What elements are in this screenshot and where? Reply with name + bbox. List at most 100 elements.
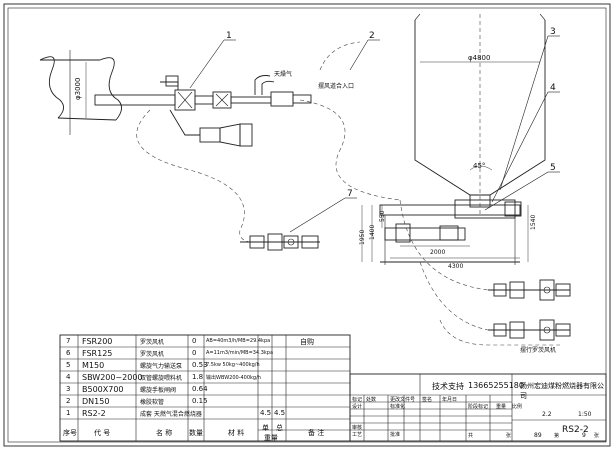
- row-label-4: 年月日: [442, 397, 458, 403]
- bom-cell-qty: 0: [192, 337, 197, 345]
- role-1: 标准化: [390, 404, 406, 410]
- header-total-w: 总: [276, 424, 283, 432]
- balloon-2: 2: [369, 31, 375, 41]
- sheets-total: 9: [582, 432, 586, 439]
- bom-cell-no: 3: [66, 385, 71, 393]
- role-0: 设计: [352, 404, 363, 410]
- dim-1540: 1540: [530, 215, 537, 230]
- bom-cell-code: SBW200~2000: [82, 373, 143, 382]
- balloon-5: 5: [550, 163, 556, 173]
- header-unit-w: 单: [262, 424, 269, 432]
- bom-cell-qty: 1.8: [192, 373, 204, 381]
- dim-1400: 1400: [369, 225, 376, 240]
- angle-label: 45°: [473, 162, 485, 170]
- bom-cell-spec: A=11m3/min/MB=34.3kpa: [206, 350, 274, 356]
- bom-cell-code: RS2-2: [82, 409, 106, 418]
- hose-line-d: [399, 199, 489, 291]
- bom-cell-name: 成套 天燃气混合燃烧器: [140, 411, 202, 418]
- header-code: 代 号: [94, 429, 111, 437]
- bom-cell-qty: 0: [192, 349, 197, 357]
- row-label-1: 处数: [366, 397, 377, 403]
- sheet-label-2: 第: [554, 433, 560, 439]
- kiln-pipe: [39, 50, 122, 135]
- stage-label-1: 重量: [496, 404, 507, 410]
- bom-cell-qty: 0.64: [192, 385, 208, 393]
- stage-label-2: 比例: [512, 404, 523, 410]
- table-row: 2 DN150 橡胶软管 0.15: [60, 395, 350, 407]
- blower-group-right-upper: [488, 279, 571, 301]
- tech-support-label: 技术支持: [432, 382, 464, 391]
- row-label-0: 标记: [352, 397, 363, 403]
- bom-cell-code: M150: [82, 361, 105, 370]
- bom-cell-name: 罗茨风机: [140, 339, 165, 346]
- bom-cell-name: 橡胶软管: [140, 399, 165, 406]
- scale-value: 1:50: [578, 411, 592, 418]
- bom-cell-no: 4: [66, 373, 71, 381]
- title-block: 技术支持 13665255180 扬州宏迪煤粉燃烧器有限公司 RS2-2 1:5…: [350, 374, 606, 441]
- dimension-lines: [361, 205, 529, 262]
- bom-cell-name: 双管螺旋喂料机: [140, 375, 183, 382]
- blower-group-7: [240, 233, 320, 251]
- hose-line-a: [136, 109, 251, 243]
- bom-cell-qty: 0.53: [192, 361, 208, 369]
- balloon-3: 3: [550, 27, 556, 37]
- feeder-frame: [379, 199, 522, 265]
- bom-cell-code: FSR125: [82, 349, 113, 358]
- header-qty: 数量: [189, 429, 203, 437]
- header-note: 备 注: [308, 429, 325, 437]
- dim-1950: 1950: [359, 230, 366, 245]
- role-4: 批准: [390, 432, 401, 438]
- bom-cell-no: 1: [66, 409, 71, 417]
- bom-cell-w2: 4.5: [274, 409, 286, 417]
- bom-cell-no: 5: [66, 361, 71, 369]
- title-block-grid: [349, 373, 607, 442]
- bypass-note: 摆风道合入口: [318, 82, 354, 90]
- bom-cell-name: 螺旋气力输送泵: [140, 363, 183, 370]
- blower-group-right-lower: [488, 319, 571, 341]
- sheet-label-0: 共: [468, 433, 474, 439]
- bom-cell-name: 螺旋手板闸阀: [140, 387, 177, 394]
- bom-cell-no: 2: [66, 397, 71, 405]
- hose-line-e: [419, 261, 489, 331]
- sheet-of: 89: [534, 432, 542, 439]
- burner-assembly: [94, 75, 312, 147]
- balloon-7: 7: [347, 189, 353, 199]
- hose-line-f: [439, 319, 560, 346]
- hose-line-b: [299, 99, 401, 201]
- bom-cell-no: 7: [66, 337, 71, 345]
- balloon-4: 4: [550, 83, 556, 93]
- balloon-1: 1: [226, 31, 232, 41]
- row-label-3: 签名: [422, 397, 433, 403]
- row-label-2: 更改文件号: [390, 397, 416, 403]
- blower-label: 摆行罗茨风机: [520, 346, 556, 354]
- header-material: 材 料: [228, 429, 245, 437]
- role-3: 工艺: [352, 432, 363, 438]
- header-weight: 重量: [264, 434, 278, 442]
- header-name: 名 称: [156, 429, 173, 437]
- company-name: 扬州宏迪煤粉燃烧器有限公司: [520, 382, 604, 400]
- stage-label-0: 阶段标记: [468, 404, 489, 410]
- sheet-label-1: 张: [506, 433, 512, 439]
- bom-cell-no: 6: [66, 349, 71, 357]
- dry-air-label: 天燥气: [274, 70, 292, 78]
- bom-cell-w1: 4.5: [260, 409, 272, 417]
- sheet-frame: [3, 3, 611, 447]
- bom-cell-code: DN150: [82, 397, 110, 406]
- dim-2000: 2000: [430, 249, 445, 256]
- bom-cell-spec: 7.5kw 50kg~400kg/h: [206, 362, 260, 368]
- dim-550: 550: [379, 210, 386, 222]
- bom-cell-qty: 0.15: [192, 397, 208, 405]
- tech-support-phone: 13665255180: [468, 381, 524, 390]
- silo: [414, 13, 546, 215]
- header-no: 序号: [63, 429, 77, 437]
- bom-header: 序号 代 号 名 称 数量 材 料 单 总 重量 备 注: [60, 423, 350, 442]
- dim-4300: 4300: [448, 263, 463, 270]
- bom-cell-spec: 输出WBW200-400kg/h: [206, 375, 261, 381]
- sheet-number: 2.2: [542, 411, 552, 418]
